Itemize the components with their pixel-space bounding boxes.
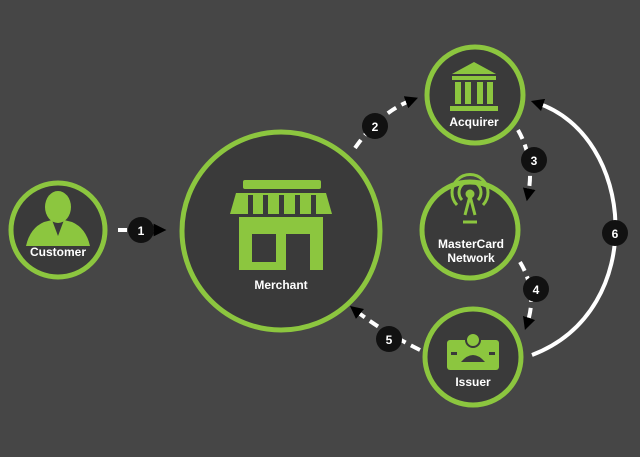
step-number-1: 1 xyxy=(138,224,145,238)
merchant-node: Merchant xyxy=(179,129,383,333)
network-label-line1: MasterCard xyxy=(438,237,504,251)
customer-label: Customer xyxy=(30,245,86,259)
step-number-3: 3 xyxy=(531,154,538,168)
bank-icon xyxy=(450,62,498,111)
step-number-4: 4 xyxy=(533,283,540,297)
acquirer-label: Acquirer xyxy=(449,115,499,129)
network-node: MasterCard Network xyxy=(419,173,521,281)
storefront-icon xyxy=(230,180,332,270)
merchant-label: Merchant xyxy=(254,278,307,292)
step-number-6: 6 xyxy=(612,227,619,241)
issuer-node: Issuer xyxy=(422,306,524,408)
storefront-awning-stripes xyxy=(248,195,316,270)
step-badge-4: 4 xyxy=(523,276,549,302)
step-number-2: 2 xyxy=(372,120,379,134)
acquirer-node: Acquirer xyxy=(424,44,526,146)
step-badge-6: 6 xyxy=(602,220,628,246)
step-badge-2: 2 xyxy=(362,113,388,139)
step-badge-1: 1 xyxy=(128,217,154,243)
id-card-icon xyxy=(447,332,499,370)
antenna-icon xyxy=(450,173,490,224)
person-icon xyxy=(26,191,90,246)
step-badge-3: 3 xyxy=(521,147,547,173)
issuer-label: Issuer xyxy=(455,375,491,389)
network-label-line2: Network xyxy=(447,251,495,265)
step-number-5: 5 xyxy=(386,333,393,347)
step-badge-5: 5 xyxy=(376,326,402,352)
customer-node: Customer xyxy=(8,180,108,280)
